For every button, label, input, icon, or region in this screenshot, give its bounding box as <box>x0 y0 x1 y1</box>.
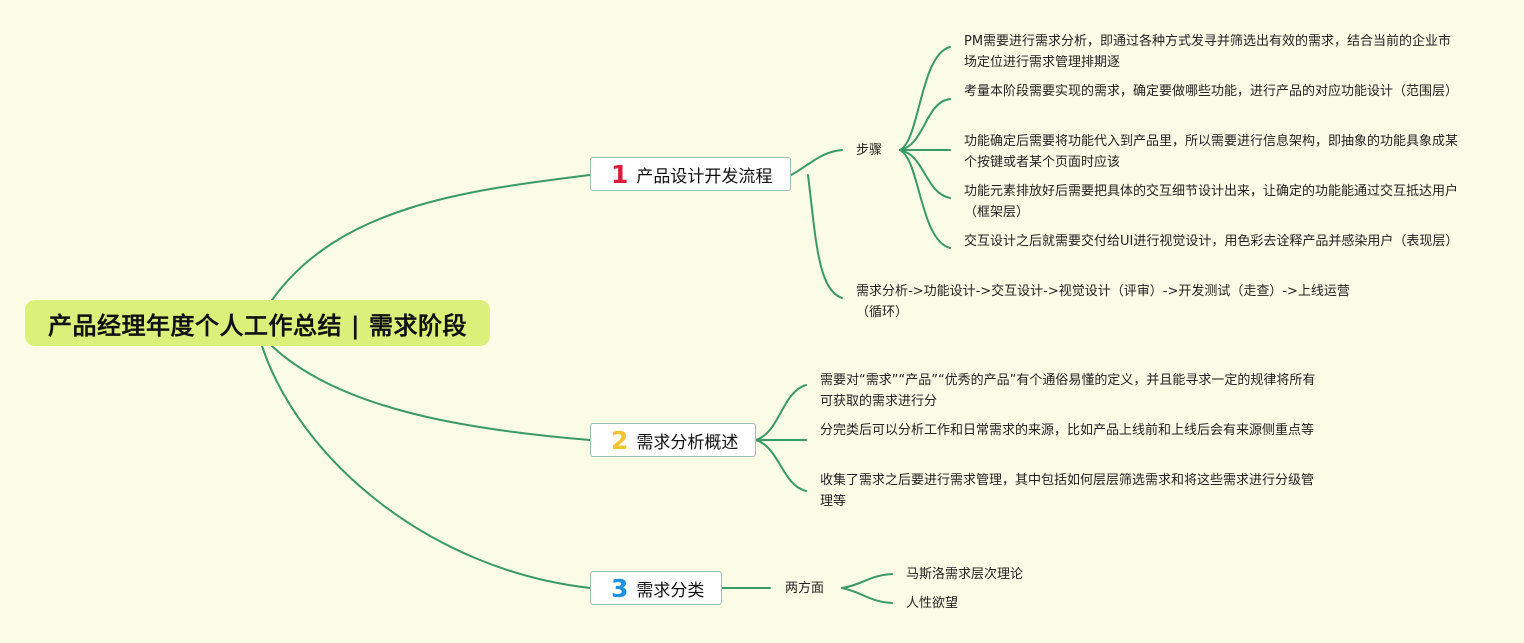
number-3-icon: 3 <box>611 573 629 603</box>
subtopic-two-aspects[interactable]: 两方面 <box>785 581 825 596</box>
step-item[interactable]: 交互设计之后就需要交付给UI进行视觉设计，用色彩去诠释产品并感染用户（表现层） <box>964 234 1459 249</box>
step-item[interactable]: 考量本阶段需要实现的需求，确定要做哪些功能，进行产品的对应功能设计（范围层） <box>964 84 1459 99</box>
classification-item[interactable]: 马斯洛需求层次理论 <box>906 567 1024 582</box>
connector-topic2-item-3 <box>755 439 807 492</box>
root-topic[interactable]: 产品经理年度个人工作总结 | 需求阶段 <box>25 300 490 346</box>
connector-step-2 <box>899 98 951 151</box>
subtopic-steps[interactable]: 步骤 <box>856 143 883 158</box>
analysis-item[interactable]: 分完类后可以分析工作和日常需求的来源，比如产品上线前和上线后会有来源侧重点等 <box>820 423 1315 438</box>
connector-topic1-flow <box>807 174 843 299</box>
topic-label: 需求分析概述 <box>636 432 739 453</box>
step-item[interactable]: 功能元素排放好后需要把具体的交互细节设计出来，让确定的功能能通过交互抵达用户（框… <box>964 184 1459 220</box>
topic-product-design-flow[interactable]: 1 产品设计开发流程 <box>590 157 791 191</box>
topic-requirement-classification[interactable]: 3 需求分类 <box>590 571 722 605</box>
topic-label: 产品设计开发流程 <box>636 166 773 187</box>
connector-root-topic-3 <box>261 345 591 589</box>
connector-topic1-steps <box>790 149 843 176</box>
number-2-icon: 2 <box>611 425 629 455</box>
connector-step-1 <box>899 46 951 151</box>
connector-root-topic-2 <box>271 345 591 441</box>
connector-sub-item-2 <box>841 587 893 604</box>
classification-item[interactable]: 人性欲望 <box>906 596 959 611</box>
connector-topic2-item-1 <box>755 384 807 441</box>
topic-label: 需求分类 <box>636 580 705 601</box>
step-item[interactable]: 功能确定后需要将功能代入到产品里，所以需要进行信息架构，即抽象的功能具象成某个按… <box>964 134 1459 170</box>
connector-step-4 <box>899 149 951 199</box>
connector-step-5 <box>899 149 951 249</box>
number-1-icon: 1 <box>611 159 629 189</box>
analysis-item[interactable]: 需要对“需求”“产品”“优秀的产品”有个通俗易懂的定义，并且能寻求一定的规律将所… <box>820 373 1316 409</box>
topic-requirement-analysis[interactable]: 2 需求分析概述 <box>590 423 756 457</box>
step-item[interactable]: PM需要进行需求分析，即通过各种方式发寻并筛选出有效的需求，结合当前的企业市场定… <box>964 34 1452 70</box>
flow-summary[interactable]: 需求分析->功能设计->交互设计->视觉设计（评审）->开发测试（走查）->上线… <box>856 284 1350 320</box>
analysis-item[interactable]: 收集了需求之后要进行需求管理，其中包括如何层层筛选需求和将这些需求进行分级管理等 <box>820 473 1315 509</box>
connector-sub-item-1 <box>841 573 893 589</box>
connector-root-topic-1 <box>271 174 591 301</box>
